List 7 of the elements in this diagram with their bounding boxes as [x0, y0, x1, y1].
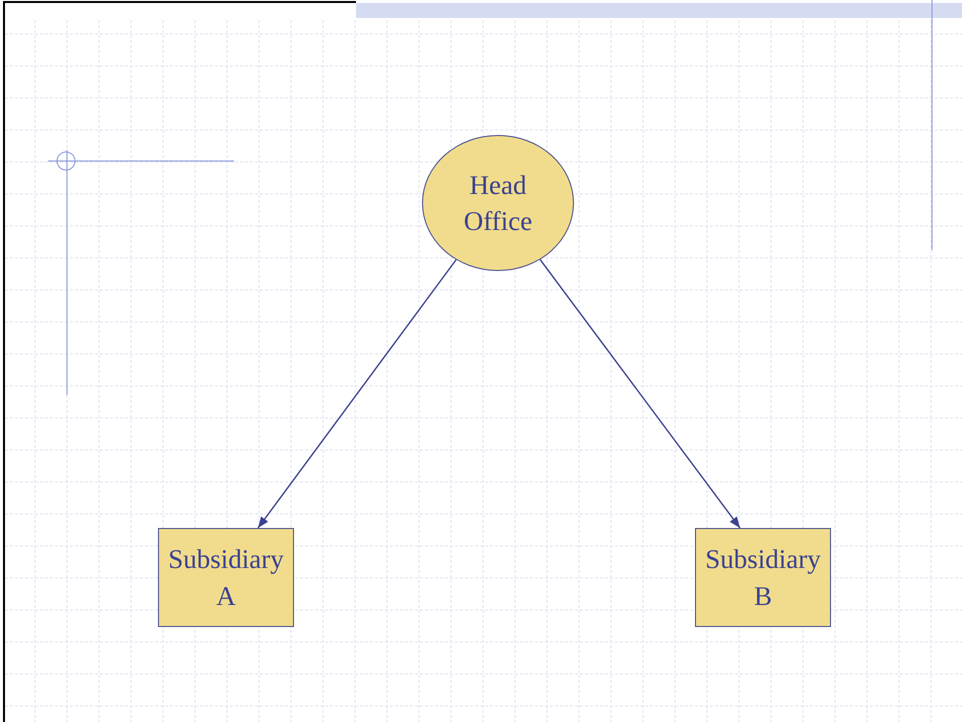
node-label: Subsidiary B — [704, 543, 822, 612]
node-label: Subsidiary A — [167, 543, 285, 612]
node-label: Head Office — [462, 168, 534, 238]
arrow — [540, 259, 741, 528]
arrow — [257, 259, 457, 528]
rectangle-node — [695, 528, 831, 627]
rectangle-node — [158, 528, 294, 627]
